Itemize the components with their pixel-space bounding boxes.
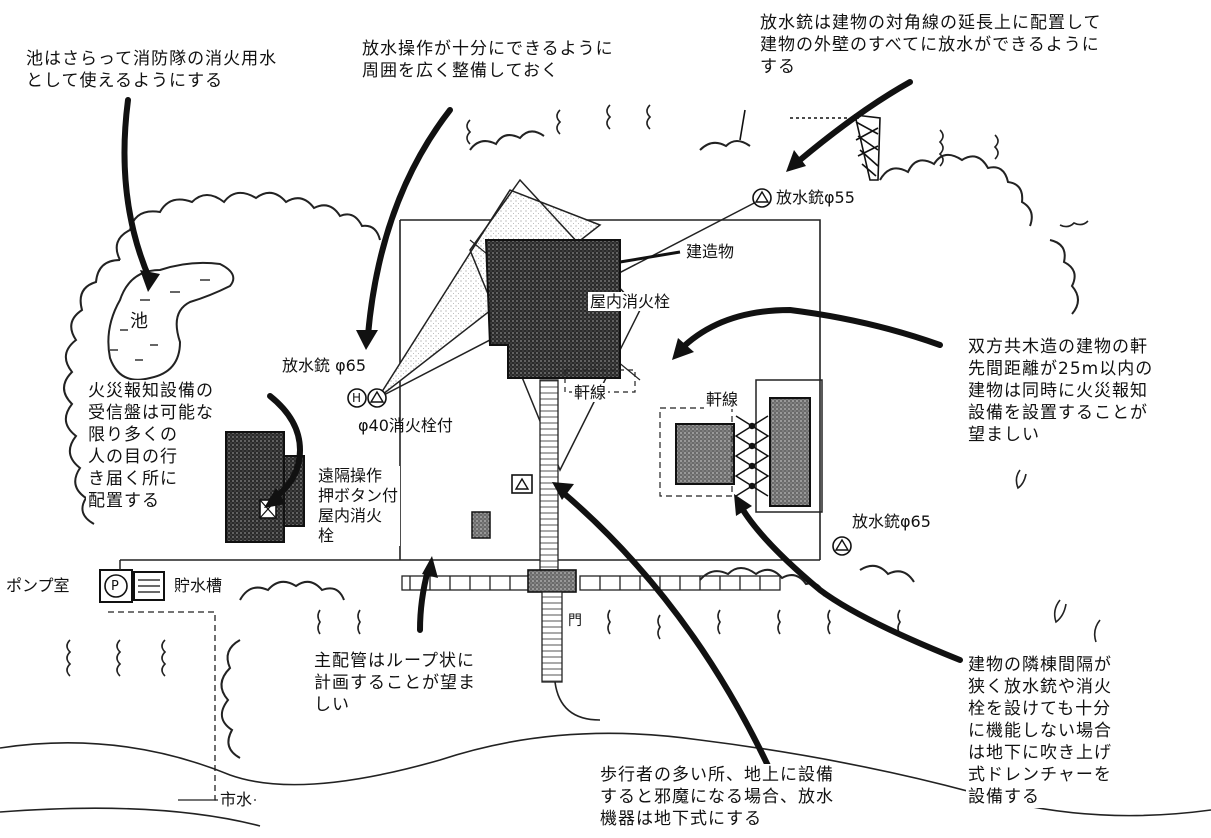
pond-hatch <box>110 279 210 361</box>
wooden-building-note: 双方共木造の建物の軒 先間距離が25m以内の 建物は同時に火災報知 設備を設置す… <box>966 336 1156 446</box>
water-cannon-top-label: 放水銃φ55 <box>776 188 855 207</box>
underground-equipment-note: 歩行者の多い所、地上に設備 すると邪魔になる場合、放水 機器は地下式にする <box>598 764 836 830</box>
water-cannon-left <box>367 388 387 408</box>
left-building <box>225 431 285 543</box>
water-cannon-right-label: 放水銃φ65 <box>852 512 931 531</box>
loop-piping-note: 主配管はループ状に 計画することが望ま しい <box>312 650 478 716</box>
pump-symbol: P <box>111 579 119 594</box>
hydrant-symbol: H <box>352 391 362 405</box>
indoor-hydrant-label: 屋内消火栓 <box>588 292 673 311</box>
gate-path <box>541 591 563 683</box>
alarm-panel-note: 火災報知設備の 受信盤は可能な 限り多くの 人の目の行 き届く所に 配置する <box>86 380 216 512</box>
pond-note: 池はさらって消防隊の消火用水 として使えるようにする <box>26 49 278 91</box>
pond <box>107 261 235 381</box>
building-label-leader <box>619 250 681 264</box>
hydrant-attached-label: φ40消火栓付 <box>358 416 453 435</box>
gate-label: 門 <box>568 613 582 629</box>
city-water-line <box>108 611 260 801</box>
water-cannon-left-label: 放水銃 φ65 <box>282 356 367 375</box>
small-block <box>471 511 491 539</box>
underground-cannon <box>511 474 533 494</box>
diagonal-note: 放水銃は建物の対角線の延長上に配置して 建物の外壁のすべてに放水ができるように … <box>760 13 1102 77</box>
main-building <box>484 239 621 379</box>
pump-circle <box>104 574 128 598</box>
drencher-zigzag <box>734 415 770 497</box>
right-building-right <box>769 397 811 507</box>
drencher-note: 建物の隣棟間隔が 狭く放水銃や消火 栓を設けても十分 に機能しない場合 は地下に… <box>966 654 1114 808</box>
fence-band <box>401 575 781 591</box>
left-building-annex <box>283 455 305 527</box>
pump-room-label: ポンプ室 <box>6 576 70 595</box>
arrow-heads <box>140 150 806 578</box>
water-cannon-top <box>752 188 772 208</box>
water-tank-label: 貯水槽 <box>174 576 223 595</box>
central-walkway <box>539 379 559 571</box>
eaves-line-label-1: 軒線 <box>572 383 609 402</box>
pond-label: 池 <box>130 311 148 332</box>
right-building-left <box>675 423 735 485</box>
leader-arrows <box>121 79 963 773</box>
remote-hydrant-label: 遠隔操作 押ボタン付 屋内消火 栓 <box>316 466 401 546</box>
gate-block <box>527 569 577 593</box>
water-cannon-right <box>832 536 852 556</box>
hydrant-left <box>347 388 367 408</box>
space-note: 放水操作が十分にできるように 周囲を広く整備しておく <box>362 39 614 81</box>
tree-canopy <box>63 130 1079 759</box>
city-water-label: 市水 <box>218 790 255 809</box>
right-building-eaves-outer <box>659 407 733 497</box>
right-building-right-outline <box>755 379 823 513</box>
building-label: 建造物 <box>684 242 737 261</box>
tower <box>739 109 881 181</box>
grass-tufts <box>66 104 1101 677</box>
eaves-line-label-2: 軒線 <box>704 390 741 409</box>
water-tank-lines <box>138 579 160 593</box>
